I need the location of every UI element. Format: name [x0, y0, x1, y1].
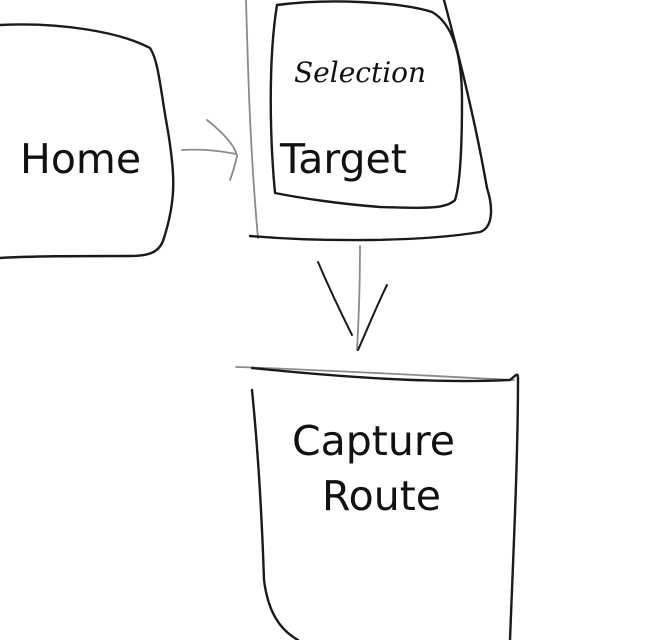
target-selection-box[interactable] [269, 0, 464, 210]
home-box[interactable] [0, 23, 175, 260]
capture-route-box[interactable] [235, 366, 520, 640]
node-annotation-selection: Selection [294, 56, 427, 89]
node-label-route: Route [322, 472, 442, 520]
arrow-home-to-target [181, 119, 238, 181]
node-label-target: Target [280, 135, 407, 183]
node-label-capture: Capture [292, 417, 456, 465]
target-outer-box[interactable] [245, 0, 493, 242]
arrow-target-to-capture [317, 245, 388, 351]
node-label-home: Home [20, 135, 142, 183]
